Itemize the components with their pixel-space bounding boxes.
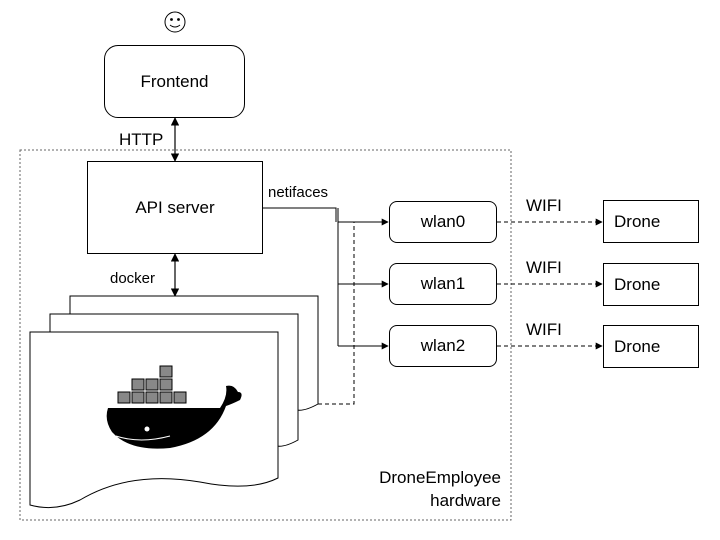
wlan0-box: wlan0 (389, 201, 497, 243)
wlan2-label: wlan2 (420, 336, 466, 355)
hardware-label-line2: hardware (430, 491, 501, 510)
drone-label-2: Drone (614, 336, 661, 356)
wifi-label-2: WIFI (526, 320, 562, 339)
frontend-label: Frontend (140, 71, 209, 91)
drone-box-2: Drone (603, 325, 699, 368)
wlan2-box: wlan2 (389, 325, 497, 367)
wifi-label-0: WIFI (526, 196, 562, 215)
drone-label-0: Drone (614, 211, 661, 231)
drone-box-1: Drone (603, 263, 699, 306)
netifaces-bus (263, 207, 337, 222)
wlan0-label: wlan0 (420, 212, 466, 231)
smiley-face-icon (164, 11, 186, 33)
netifaces-label: netifaces (268, 184, 329, 201)
api-server-box: API server (87, 161, 263, 254)
http-label: HTTP (119, 130, 164, 149)
container-dashed-link (318, 222, 355, 405)
wifi-label-1: WIFI (526, 258, 562, 277)
drone-label-1: Drone (614, 274, 661, 294)
frontend-box: Frontend (104, 45, 245, 118)
wlan1-label: wlan1 (420, 274, 466, 293)
wlan1-box: wlan1 (389, 263, 497, 305)
docker-label: docker (110, 270, 156, 287)
docker-whale-icon (106, 365, 242, 449)
hardware-boundary (19, 149, 512, 521)
drone-box-0: Drone (603, 200, 699, 243)
hardware-label: DroneEmployee hardware (379, 466, 501, 512)
hardware-label-line1: DroneEmployee (379, 468, 501, 487)
api-server-label: API server (135, 197, 215, 217)
